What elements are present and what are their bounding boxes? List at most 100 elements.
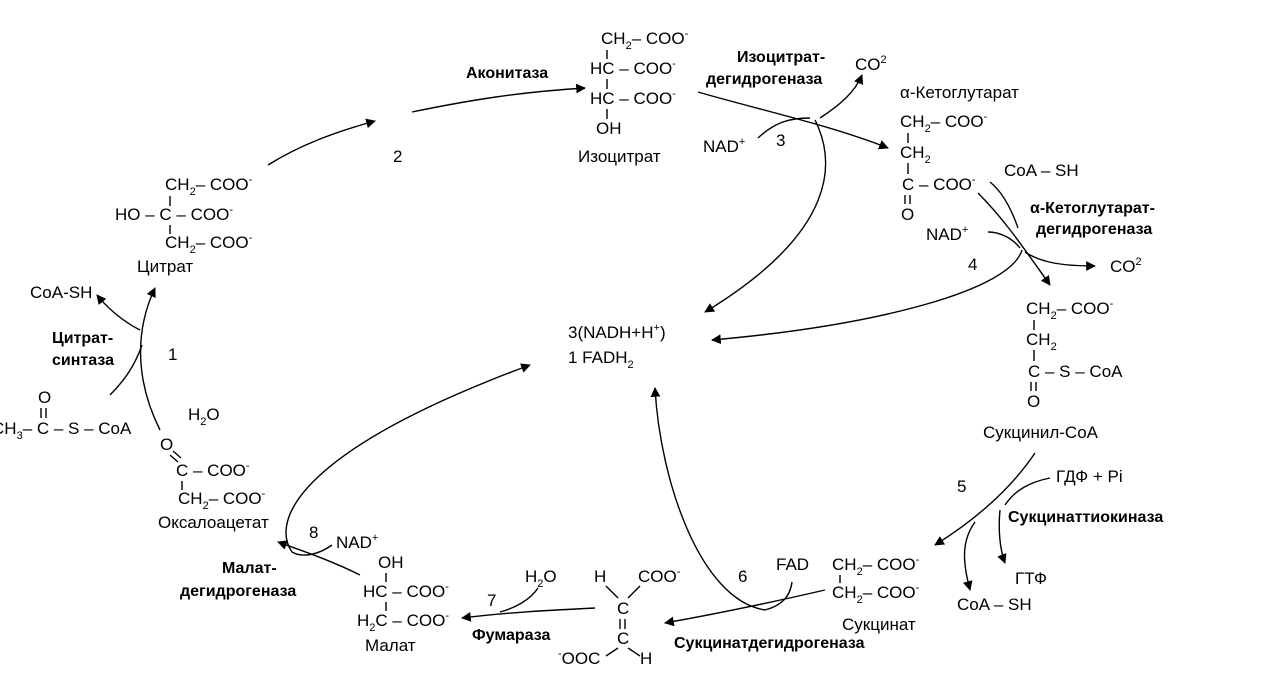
svg-text:OH: OH bbox=[596, 119, 622, 138]
cofactor-coa-sh-3: CoA – SH bbox=[957, 595, 1032, 614]
svg-text:CH2: CH2 bbox=[1026, 330, 1057, 353]
step-number-1: 1 bbox=[168, 345, 177, 364]
arrow-co2-1 bbox=[819, 74, 864, 119]
svg-text:O: O bbox=[160, 435, 173, 454]
svg-text:C: C bbox=[617, 599, 629, 618]
succinylcoa-structure: CH2– COO- CH2 C – S – CoA O Сукцинил-CoA bbox=[983, 298, 1123, 442]
svg-text:CH2– COO-: CH2– COO- bbox=[601, 28, 689, 52]
step-number-7: 7 bbox=[487, 591, 496, 610]
svg-text:H: H bbox=[594, 567, 606, 586]
arrow-isocitrate-to-ketoglutarate bbox=[697, 91, 889, 150]
arrow-malate-dh-to-center bbox=[285, 363, 531, 553]
arrow-gdp-pi-in bbox=[1004, 477, 1051, 506]
citrate-name: Цитрат bbox=[137, 257, 193, 276]
svg-text:CH2– COO-: CH2– COO- bbox=[832, 554, 920, 578]
arrow-nad-2-in bbox=[987, 231, 1021, 249]
svg-text:HC – COO-: HC – COO- bbox=[590, 58, 676, 78]
svg-text:1 FADH2: 1 FADH2 bbox=[568, 348, 634, 371]
arrow-gtp-out bbox=[997, 509, 1007, 564]
svg-text:CH2– COO-: CH2– COO- bbox=[832, 582, 920, 606]
enzyme-ketoglutarate-dh-1: α-Кетоглутарат- bbox=[1030, 200, 1155, 217]
svg-text:COO-: COO- bbox=[638, 566, 681, 586]
svg-text:HC – COO-: HC – COO- bbox=[590, 88, 676, 108]
succinylcoa-name: Сукцинил-CoA bbox=[983, 423, 1099, 442]
svg-text:OH: OH bbox=[378, 553, 404, 572]
arrow-succinylcoa-to-succinate bbox=[934, 452, 1036, 546]
step-number-5: 5 bbox=[957, 477, 966, 496]
cofactor-coa-sh-1: CoA-SH bbox=[30, 283, 92, 302]
cofactor-nad-1: NAD+ bbox=[703, 136, 745, 156]
enzyme-ketoglutarate-dh-2: дегидрогеназа bbox=[1036, 221, 1152, 238]
arrow-ketoglutarate-dh-to-center bbox=[711, 249, 1023, 345]
svg-text:CH3– C – S – CoA: CH3– C – S – CoA bbox=[0, 419, 132, 442]
ketoglutarate-name: α-Кетоглутарат bbox=[900, 83, 1019, 102]
arrow-coa-sh-2-in bbox=[989, 181, 1019, 229]
svg-text:C – COO-: C – COO- bbox=[902, 174, 976, 194]
ketoglutarate-structure: α-Кетоглутарат CH2– COO- CH2 C – COO- O bbox=[900, 83, 1019, 224]
arrow-nad-3-in bbox=[291, 544, 333, 556]
svg-text:O: O bbox=[1027, 392, 1040, 411]
arrow-oxaloacetate-to-citrate bbox=[139, 287, 161, 431]
enzyme-malate-dh-2: дегидрогеназа bbox=[180, 583, 296, 600]
citrate-structure: CH2– COO- HO – C – COO- CH2– COO- Цитрат bbox=[115, 174, 253, 276]
cofactor-nad-3: NAD+ bbox=[336, 532, 378, 552]
arrow-fad-in bbox=[764, 581, 793, 611]
arrow-acetylcoa-in bbox=[109, 344, 143, 396]
step-number-6: 6 bbox=[738, 567, 747, 586]
cofactor-co2-2: CO2 bbox=[1110, 256, 1142, 276]
cofactor-gdp-pi: ГДФ + Pi bbox=[1056, 467, 1123, 486]
arrow-co2-2 bbox=[1024, 251, 1096, 271]
svg-text:HO – C – COO-: HO – C – COO- bbox=[115, 204, 233, 224]
oxaloacetate-structure: O C – COO- CH2– COO- Оксалоацетат bbox=[158, 435, 269, 532]
step-number-8: 8 bbox=[309, 523, 318, 542]
svg-text:3(NADH+H+): 3(NADH+H+) bbox=[568, 322, 666, 342]
arrow-step2-to-isocitrate bbox=[411, 83, 586, 113]
svg-text:C: C bbox=[617, 629, 629, 648]
enzyme-fumarase: Фумараза bbox=[472, 627, 550, 644]
svg-text:-OOC: -OOC bbox=[558, 648, 600, 668]
svg-text:CH2– COO-: CH2– COO- bbox=[900, 111, 988, 135]
cofactor-coa-sh-2: CoA – SH bbox=[1004, 161, 1079, 180]
cofactor-h2o-1: H2O bbox=[188, 405, 220, 428]
cofactor-co2-1: CO2 bbox=[855, 54, 887, 74]
cofactor-h2o-2: H2O bbox=[525, 567, 557, 590]
center-products: 3(NADH+H+) 1 FADH2 bbox=[568, 322, 666, 371]
step-number-2: 2 bbox=[393, 147, 402, 166]
svg-text:O: O bbox=[38, 388, 51, 407]
cofactor-fad: FAD bbox=[776, 555, 809, 574]
svg-text:H: H bbox=[640, 649, 652, 668]
arrow-citrate-to-step2 bbox=[267, 118, 376, 166]
svg-text:H2C – COO-: H2C – COO- bbox=[357, 610, 449, 634]
arrow-ketoglutarate-to-succinylcoa bbox=[977, 192, 1051, 286]
arrow-succinate-dh-to-center bbox=[650, 387, 766, 611]
acetylcoa-structure: O CH3– C – S – CoA bbox=[0, 388, 132, 442]
svg-text:O: O bbox=[901, 205, 914, 224]
arrow-coa-sh-3-out bbox=[962, 521, 976, 591]
malate-structure: OH HC – COO- H2C – COO- Малат bbox=[357, 553, 449, 655]
enzyme-succinyl-thiokinase: Сукцинаттиокиназа bbox=[1008, 509, 1163, 526]
arrow-h2o-2-in bbox=[499, 587, 539, 613]
enzyme-aconitase: Аконитаза bbox=[466, 65, 548, 82]
svg-text:CH2: CH2 bbox=[900, 143, 931, 166]
svg-text:CH2– COO-: CH2– COO- bbox=[178, 488, 266, 512]
enzyme-citrate-synthase-2: синтаза bbox=[52, 352, 114, 369]
enzyme-isocitrate-dh-2: дегидрогеназа bbox=[706, 71, 822, 88]
svg-text:CH2– COO-: CH2– COO- bbox=[165, 232, 253, 256]
oxaloacetate-name: Оксалоацетат bbox=[158, 513, 269, 532]
enzyme-malate-dh-1: Малат- bbox=[222, 560, 277, 577]
arrow-coa-sh-release bbox=[96, 294, 141, 331]
arrow-nad-1-in bbox=[757, 117, 811, 139]
enzyme-succinate-dh: Сукцинатдегидрогеназа bbox=[674, 635, 865, 652]
cofactor-gtp: ГТФ bbox=[1015, 569, 1047, 588]
isocitrate-name: Изоцитрат bbox=[578, 147, 661, 166]
succinate-structure: CH2– COO- CH2– COO- Сукцинат bbox=[832, 554, 920, 634]
enzyme-isocitrate-dh-1: Изоцитрат- bbox=[737, 49, 825, 66]
step-number-3: 3 bbox=[776, 131, 785, 150]
arrow-malate-to-oxaloacetate bbox=[277, 540, 361, 576]
enzyme-citrate-synthase-1: Цитрат- bbox=[52, 330, 113, 347]
svg-text:C – S – CoA: C – S – CoA bbox=[1028, 362, 1123, 381]
fumarate-structure: H COO- C C -OOC H bbox=[558, 566, 681, 668]
step-number-4: 4 bbox=[968, 255, 977, 274]
isocitrate-structure: CH2– COO- HC – COO- HC – COO- OH Изоцитр… bbox=[578, 28, 689, 166]
